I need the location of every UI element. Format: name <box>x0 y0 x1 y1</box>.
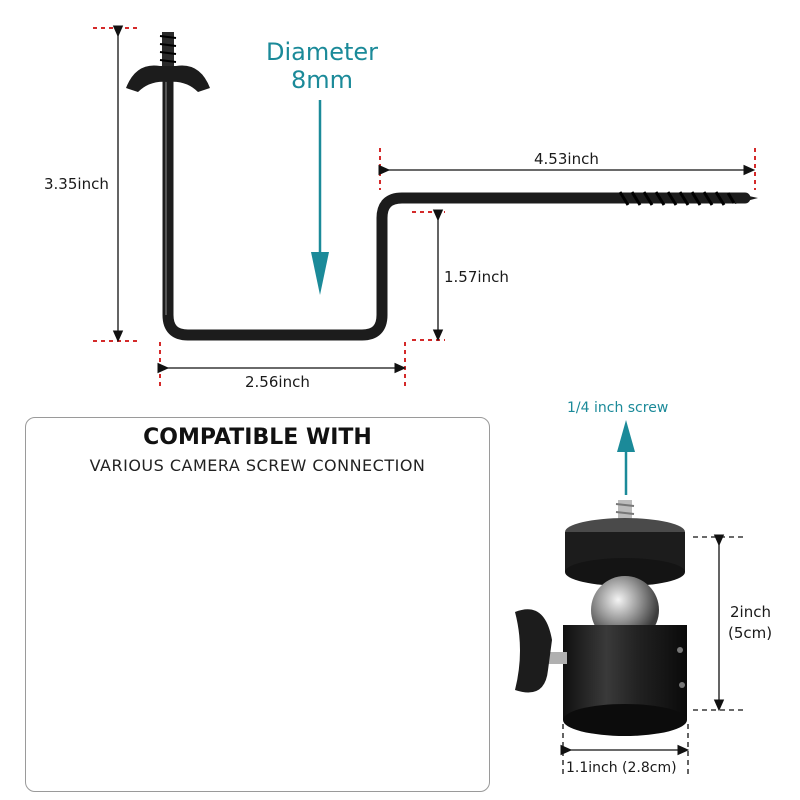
ballhead-width-label: 1.1inch (2.8cm) <box>566 760 677 776</box>
ballhead-height-metric: (5cm) <box>728 624 773 642</box>
s-hook-mount <box>126 32 758 341</box>
ballhead-height-label: 2inch <box>730 603 771 621</box>
offset-height-label: 1.57inch <box>444 268 509 286</box>
dimension-lines <box>112 25 756 374</box>
wood-screw-threads <box>618 191 758 206</box>
screw-size-label: 1/4 inch screw <box>567 400 669 416</box>
compatible-title: COMPATIBLE WITH <box>143 425 372 450</box>
compatible-panel <box>25 417 490 792</box>
compatible-subtitle: VARIOUS CAMERA SCREW CONNECTION <box>89 456 426 475</box>
screw-length-label: 4.53inch <box>534 150 599 168</box>
ballhead-dimension-lines <box>560 534 745 775</box>
diameter-value: 8mm <box>290 66 354 94</box>
diameter-arrow <box>311 100 329 295</box>
hook-width-label: 2.56inch <box>245 373 310 391</box>
diameter-callout: Diameter 8mm <box>252 38 392 94</box>
hook-height-label: 3.35inch <box>44 175 109 193</box>
diameter-label: Diameter <box>265 38 379 66</box>
ball-head-large <box>515 500 687 736</box>
wing-nut-bolt <box>126 32 210 92</box>
screw-arrow <box>617 420 635 495</box>
